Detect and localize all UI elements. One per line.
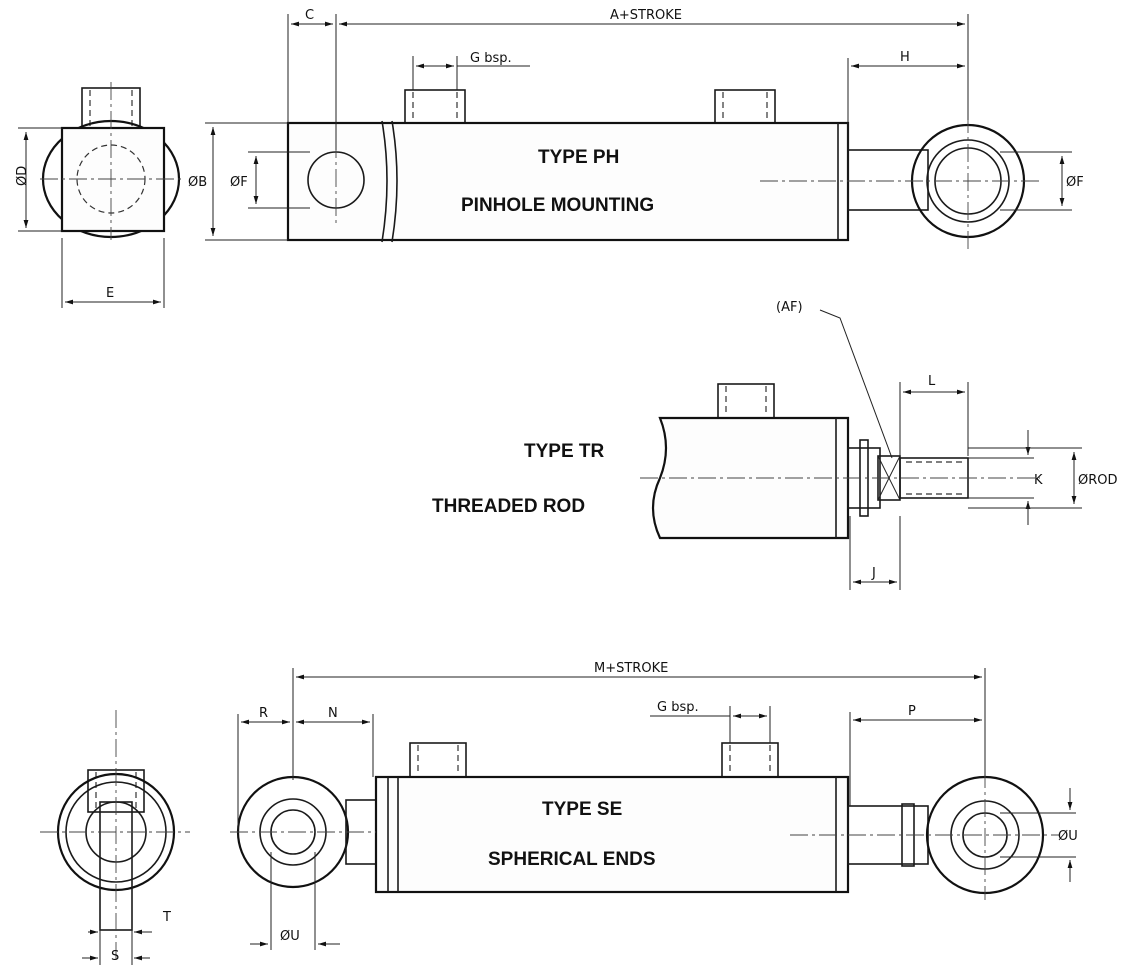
ph-dim-f-right-label: ØF xyxy=(1066,175,1084,190)
tr-title: TYPE TR xyxy=(524,441,605,462)
se-end-view xyxy=(40,710,190,965)
ph-dim-a-stroke-label: A+STROKE xyxy=(610,8,682,23)
ph-dim-c-label: C xyxy=(305,8,314,23)
ph-subtitle: PINHOLE MOUNTING xyxy=(461,195,654,216)
ph-end-view xyxy=(18,82,185,308)
ph-title: TYPE PH xyxy=(538,147,619,168)
se-dim-s-label: S xyxy=(111,949,119,964)
ph-dim-e-label: E xyxy=(106,286,114,301)
se-dim-n-label: N xyxy=(328,706,338,721)
se-side-view xyxy=(230,668,1076,950)
se-dim-u-bottom-label: ØU xyxy=(280,929,300,944)
se-dim-t-label: T xyxy=(162,910,171,925)
se-dim-g-bsp-label: G bsp. xyxy=(657,700,699,715)
ph-dim-f-left-label: ØF xyxy=(230,175,248,190)
ph-side-view xyxy=(205,14,1072,250)
ph-dim-h-label: H xyxy=(900,50,910,65)
tr-subtitle: THREADED ROD xyxy=(432,496,585,517)
tr-dim-rod-label: ØROD xyxy=(1078,473,1118,488)
ph-dim-d-label: ØD xyxy=(15,166,30,186)
ph-dim-g-bsp-label: G bsp. xyxy=(470,51,512,66)
se-dim-u-right-label: ØU xyxy=(1058,829,1078,844)
ph-dim-b-label: ØB xyxy=(188,175,207,190)
se-dim-p-label: P xyxy=(908,704,916,719)
tr-dim-l-label: L xyxy=(928,374,936,389)
tr-dim-k-label: K xyxy=(1034,473,1043,488)
se-subtitle: SPHERICAL ENDS xyxy=(488,849,656,870)
tr-view xyxy=(640,309,1082,590)
se-title: TYPE SE xyxy=(542,799,622,820)
se-dim-r-label: R xyxy=(259,706,268,721)
se-dim-m-stroke-label: M+STROKE xyxy=(594,661,668,676)
tr-dim-j-label: J xyxy=(871,566,876,581)
tr-dim-af-label: (AF) xyxy=(776,300,803,315)
